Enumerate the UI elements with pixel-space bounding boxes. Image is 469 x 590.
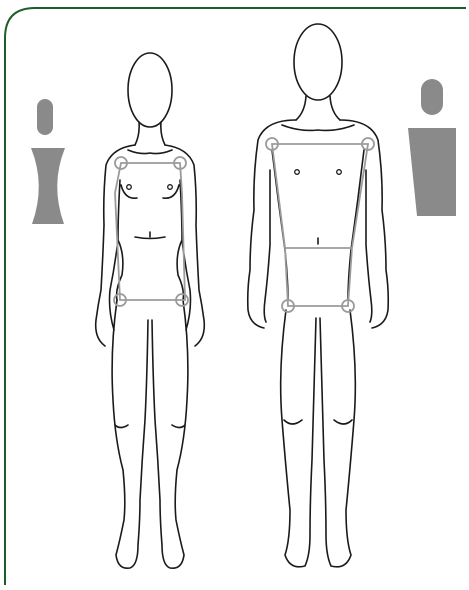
male-figure-outline (248, 24, 389, 567)
female-silhouette-icon (31, 99, 65, 224)
female-figure-outline (96, 53, 205, 568)
male-measure-markers (266, 138, 374, 312)
diagram-frame (5, 8, 466, 585)
male-silhouette-icon (408, 79, 456, 216)
male-nipple-marks (295, 170, 342, 175)
female-measure-markers (114, 157, 188, 306)
female-nipple-marks (127, 185, 173, 190)
